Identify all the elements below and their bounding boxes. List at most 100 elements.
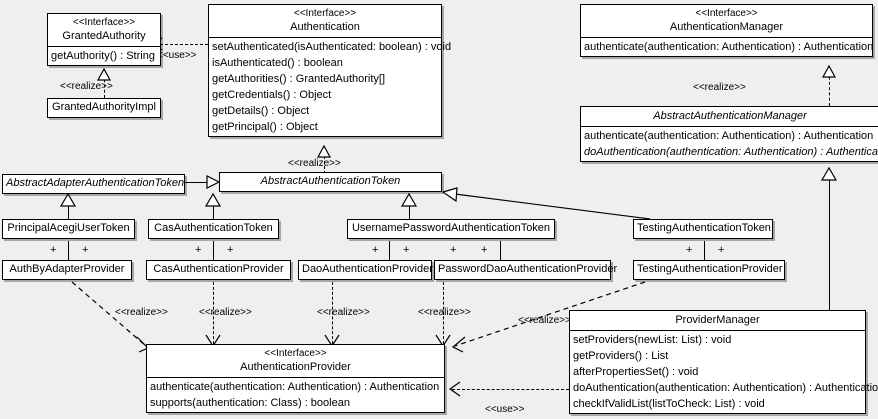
class-name: CasAuthenticationProvider — [153, 263, 284, 275]
class-box-principal-acegi-user-token[interactable]: PrincipalAcegiUserToken — [2, 219, 135, 239]
class-header: AbstractAuthenticationToken — [220, 173, 441, 191]
label-realize-auth-by-adapter-provider: <<realize>> — [115, 307, 168, 318]
realize-line-abstract-authentication-manager — [829, 66, 830, 106]
class-name: AuthByAdapterProvider — [9, 263, 125, 275]
class-name: AuthenticationProvider — [240, 361, 351, 373]
class-box-provider-manager[interactable]: ProviderManager setProviders(newList: Li… — [569, 310, 878, 414]
label-realize-testing-authentication-provider: <<realize>> — [518, 315, 571, 326]
operation-after-properties-set: afterPropertiesSet() : void — [573, 366, 699, 378]
class-stereotype: <<Interface>> — [695, 8, 758, 19]
class-operations: authenticate(authentication: Authenticat… — [147, 378, 444, 412]
operation-do-authentication: doAuthentication(authentication: Authent… — [584, 146, 878, 158]
class-name: Authentication — [290, 21, 360, 33]
association-line-username-password-token-passworddao — [500, 241, 501, 260]
operation-set-providers: setProviders(newList: List) : void — [573, 334, 732, 346]
class-box-granted-authority-impl[interactable]: GrantedAuthorityImpl — [47, 98, 161, 118]
class-box-abstract-authentication-manager[interactable]: AbstractAuthenticationManager authentica… — [580, 106, 878, 162]
class-box-granted-authority[interactable]: <<Interface>> GrantedAuthority getAuthor… — [47, 13, 161, 66]
class-box-authentication-manager[interactable]: <<Interface>> AuthenticationManager auth… — [580, 4, 873, 57]
operation-is-authenticated: isAuthenticated() : boolean — [212, 57, 343, 69]
association-line-username-password-token-dao — [389, 241, 390, 260]
label-use-authentication-granted-authority: <<use>> — [157, 50, 197, 61]
label-realize-dao-authentication-provider: <<realize>> — [317, 307, 370, 318]
use-line-provider-manager — [452, 389, 569, 390]
label-use-provider-manager: <<use>> — [485, 404, 525, 415]
operation-get-providers: getProviders() : List — [573, 350, 669, 362]
class-name: UsernamePasswordAuthenticationToken — [351, 222, 551, 234]
class-box-username-password-authentication-token[interactable]: UsernamePasswordAuthenticationToken — [347, 219, 555, 239]
class-operations: getAuthority() : String — [48, 47, 160, 65]
class-box-authentication[interactable]: <<Interface>> Authentication setAuthenti… — [208, 4, 452, 137]
operation-get-credentials: getCredentials() : Object — [212, 89, 332, 101]
operation-set-authenticated: setAuthenticated(isAuthenticated: boolea… — [212, 41, 452, 53]
realize-line-cas-authentication-provider — [213, 282, 214, 344]
association-visibility-marker: + — [195, 244, 202, 256]
class-box-testing-authentication-provider[interactable]: TestingAuthenticationProvider — [633, 260, 785, 280]
class-box-cas-authentication-token[interactable]: CasAuthenticationToken — [148, 219, 279, 239]
class-box-abstract-authentication-token[interactable]: AbstractAuthenticationToken — [219, 172, 442, 192]
association-visibility-marker: + — [450, 244, 457, 256]
class-header: TestingAuthenticationProvider — [634, 261, 784, 279]
class-header: DaoAuthenticationProvider — [299, 261, 433, 279]
association-visibility-marker: + — [50, 244, 57, 256]
operation-check-if-valid-list: checkIfValidList(listToCheck: List) : vo… — [573, 398, 765, 410]
label-realize-abstract-authentication-token: <<realize>> — [288, 158, 341, 169]
operation-authenticate: authenticate(authentication: Authenticat… — [584, 130, 874, 142]
class-header: UsernamePasswordAuthenticationToken — [348, 220, 554, 238]
generalization-stem-principal-acegi-user-token — [68, 194, 69, 219]
class-box-auth-by-adapter-provider[interactable]: AuthByAdapterProvider — [2, 260, 132, 280]
class-box-abstract-adapter-authentication-token[interactable]: AbstractAdapterAuthenticationToken — [2, 174, 185, 194]
class-name: AbstractAdapterAuthenticationToken — [6, 177, 185, 189]
association-visibility-marker: + — [82, 244, 89, 256]
class-header: AbstractAuthenticationManager — [581, 107, 878, 127]
operation-authenticate: authenticate(authentication: Authenticat… — [150, 381, 440, 393]
class-name: DaoAuthenticationProvider — [302, 263, 433, 275]
label-realize-granted-authority-impl: <<realize>> — [60, 81, 113, 92]
class-header: AuthByAdapterProvider — [3, 261, 131, 279]
class-stereotype: <<Interface>> — [264, 348, 327, 359]
association-visibility-marker: + — [403, 244, 410, 256]
class-header: <<Interface>> GrantedAuthority — [48, 14, 160, 47]
association-visibility-marker: + — [481, 244, 488, 256]
class-name: TestingAuthenticationToken — [637, 222, 771, 234]
class-name: GrantedAuthorityImpl — [52, 101, 156, 113]
association-visibility-marker: + — [686, 244, 693, 256]
class-name: AbstractAuthenticationManager — [653, 110, 807, 122]
class-name: PrincipalAcegiUserToken — [7, 222, 130, 234]
class-operations: setAuthenticated(isAuthenticated: boolea… — [209, 38, 452, 136]
operation-supports: supports(authentication: Class) : boolea… — [150, 397, 350, 409]
realize-line-abstract-authentication-token — [324, 146, 325, 174]
realize-line-dao-authentication-provider — [332, 282, 333, 344]
class-name: PasswordDaoAuthenticationProvider — [438, 263, 618, 275]
class-stereotype: <<Interface>> — [72, 17, 136, 28]
class-name: AuthenticationManager — [669, 21, 784, 33]
class-box-authentication-provider[interactable]: <<Interface>> AuthenticationProvider aut… — [146, 344, 445, 413]
label-realize-abstract-authentication-manager: <<realize>> — [693, 82, 746, 93]
class-header: ProviderManager — [570, 311, 865, 331]
realize-line-password-dao-authentication-provider — [443, 282, 444, 344]
operation-get-authorities: getAuthorities() : GrantedAuthority[] — [212, 73, 386, 85]
class-header: PrincipalAcegiUserToken — [3, 220, 134, 238]
class-header: GrantedAuthorityImpl — [48, 99, 160, 117]
operation-get-principal: getPrincipal() : Object — [212, 121, 318, 133]
class-name: AbstractAuthenticationToken — [260, 175, 401, 187]
class-name: GrantedAuthority — [62, 30, 146, 42]
association-visibility-marker: + — [718, 244, 725, 256]
class-box-testing-authentication-token[interactable]: TestingAuthenticationToken — [633, 219, 773, 239]
class-stereotype: <<Interface>> — [293, 8, 357, 19]
class-box-cas-authentication-provider[interactable]: CasAuthenticationProvider — [146, 260, 291, 280]
class-box-dao-authentication-provider[interactable]: DaoAuthenticationProvider — [298, 260, 433, 280]
association-line-testing-authentication-token — [704, 241, 705, 260]
generalization-line-abstract-adapter-token — [185, 182, 218, 183]
label-realize-cas-authentication-provider: <<realize>> — [199, 307, 252, 318]
operation-get-authority: getAuthority() : String — [51, 50, 155, 62]
class-box-password-dao-authentication-provider[interactable]: PasswordDaoAuthenticationProvider — [434, 260, 618, 280]
class-operations: authenticate(authentication: Authenticat… — [581, 38, 873, 56]
class-header: <<Interface>> AuthenticationProvider — [147, 345, 444, 378]
operation-get-details: getDetails() : Object — [212, 105, 310, 117]
class-header: <<Interface>> AuthenticationManager — [581, 5, 872, 38]
class-header: AbstractAdapterAuthenticationToken — [3, 175, 184, 193]
class-name: ProviderManager — [675, 314, 760, 326]
operation-do-authentication: doAuthentication(authentication: Authent… — [573, 382, 878, 394]
